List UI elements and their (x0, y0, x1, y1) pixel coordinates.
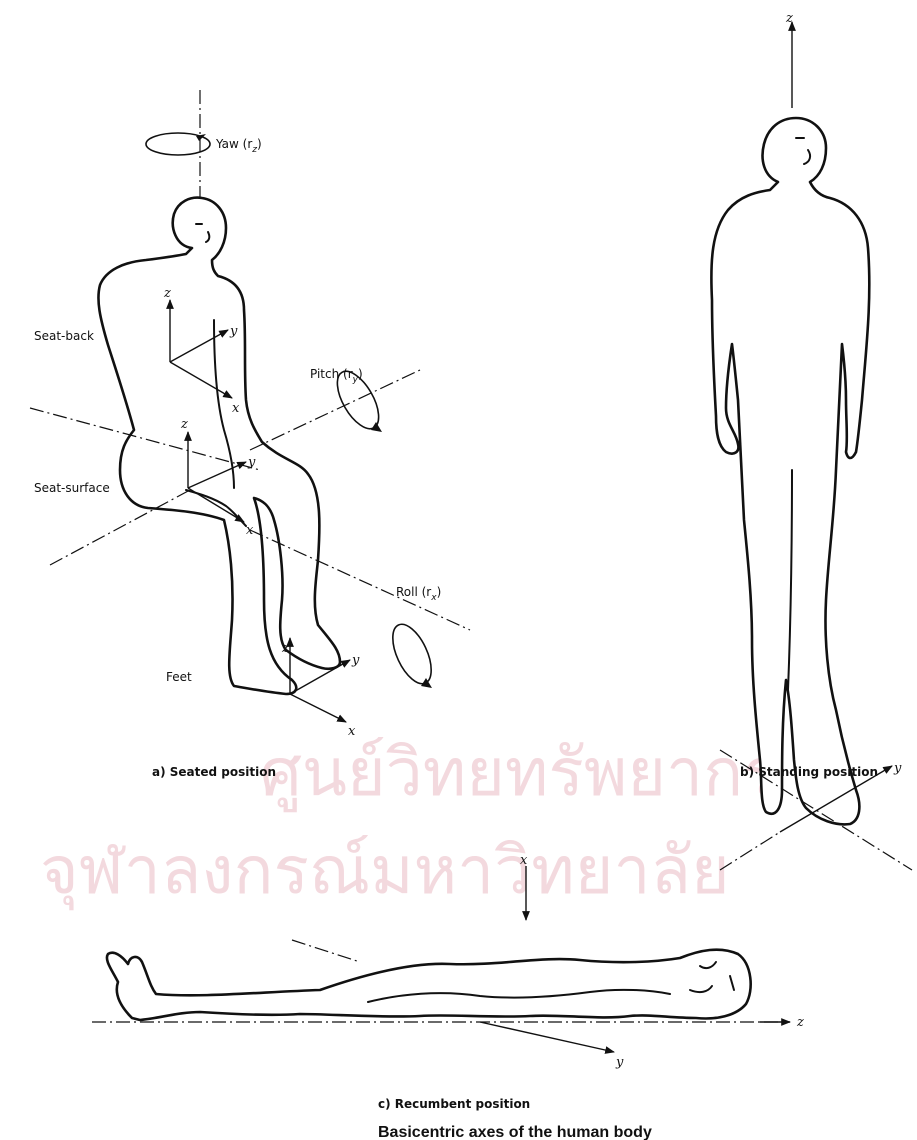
recumbent-y-label: y (615, 1055, 624, 1070)
seatback-x-label: x (232, 401, 240, 416)
recumbent-belly-line (292, 940, 360, 962)
recumbent-x-label: x (520, 853, 528, 868)
recumbent-y-axis (480, 1022, 614, 1052)
seat-back-label: Seat-back (34, 329, 94, 343)
recumbent-z-label: z (796, 1015, 804, 1030)
seat-y-label: y (247, 455, 256, 470)
feet-y-label: y (351, 653, 360, 668)
watermark-line-2: จุฬาลงกรณ์มหาวิทยาลัย (40, 832, 730, 911)
standing-z-label: z (785, 11, 793, 26)
figure-title: Basicentric axes of the human body (378, 1124, 652, 1140)
standing-y-label: y (893, 761, 902, 776)
feet-label: Feet (166, 670, 192, 684)
roll-rotation-ellipse (385, 619, 439, 690)
caption-standing: b) Standing position (740, 765, 878, 779)
pitch-rotation-arrow (371, 422, 382, 432)
feet-z-label: z (281, 641, 289, 656)
seatback-z-label: z (163, 286, 171, 301)
roll-label: Roll (rx) (396, 585, 441, 603)
recumbent-body-outline (107, 950, 751, 1020)
seat-x-label: x (246, 523, 254, 538)
seated-figure-group: Yaw (rz) z y x z y x z y x (30, 90, 470, 779)
seated-body-outline (98, 198, 340, 694)
standing-body-outline (711, 118, 869, 824)
yaw-label: Yaw (rz) (215, 137, 262, 155)
feet-x-axis (290, 694, 346, 722)
watermark-line-1: ศูนย์วิทยทรัพยากร (260, 734, 779, 813)
feet-x-label: x (348, 724, 356, 739)
caption-seated: a) Seated position (152, 765, 276, 779)
seat-z-label: z (180, 417, 188, 432)
pitch-axis-line (250, 370, 420, 450)
caption-recumbent: c) Recumbent position (378, 1097, 530, 1111)
seat-surface-label: Seat-surface (34, 481, 110, 495)
seatback-y-label: y (229, 324, 238, 339)
watermark: ศูนย์วิทยทรัพยากร จุฬาลงกรณ์มหาวิทยาลัย (40, 734, 779, 911)
pitch-label: Pitch (ry) (310, 367, 363, 385)
